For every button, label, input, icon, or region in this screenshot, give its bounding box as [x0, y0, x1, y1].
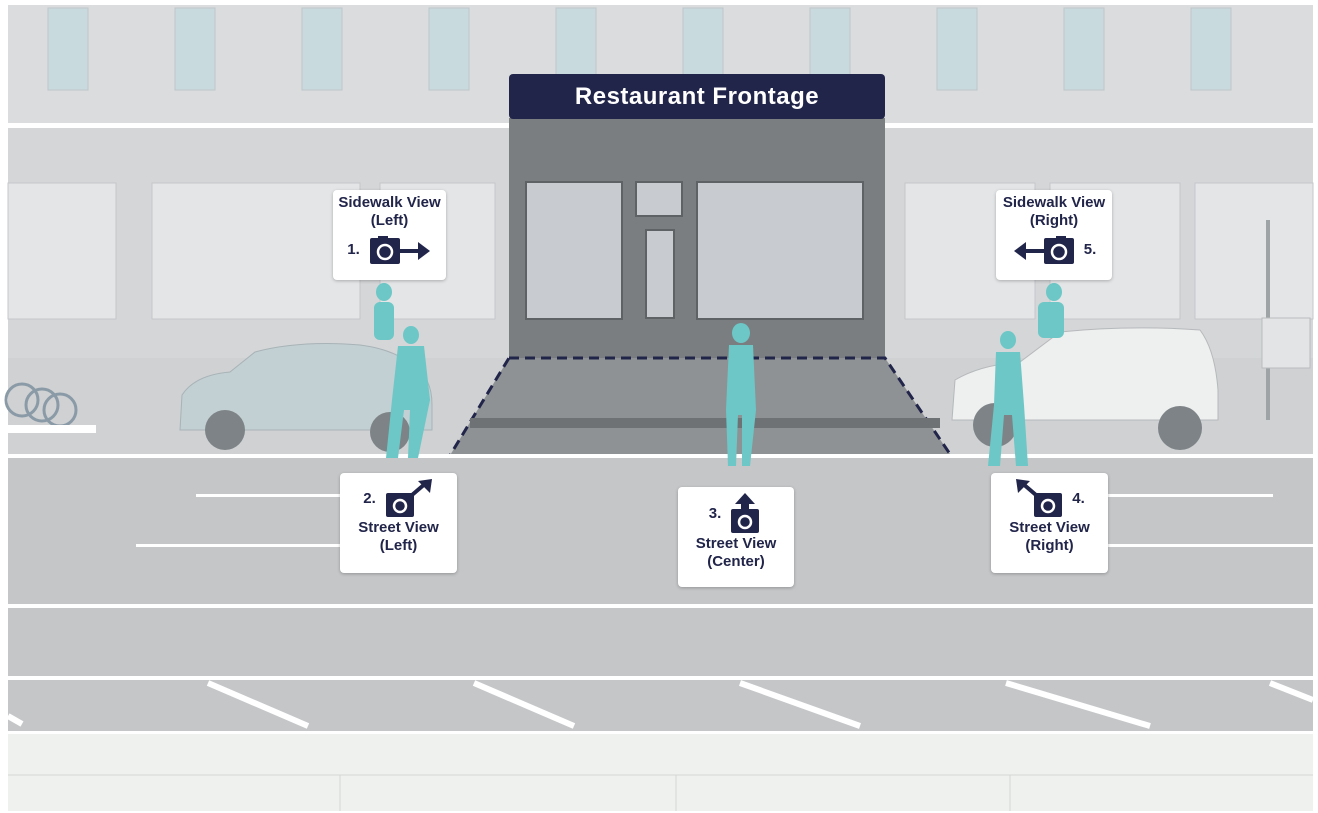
bike-pad	[8, 425, 96, 433]
viewpoint-3-subtitle: (Center)	[707, 553, 765, 570]
parking-stripes	[6, 680, 1315, 729]
curb-line	[8, 454, 1313, 458]
viewpoint-3-number: 3.	[708, 505, 722, 522]
camera-arrow-up-right-icon	[385, 479, 432, 517]
viewpoint-2-number: 2.	[363, 490, 376, 507]
viewpoint-4-callout: 4. Street View (Right)	[991, 473, 1108, 573]
viewpoint-4-number: 4.	[1072, 490, 1085, 507]
viewpoint-1-number: 1.	[347, 241, 360, 258]
viewpoint-4-subtitle: (Right)	[1025, 537, 1074, 554]
bottom-sidewalk	[8, 731, 1313, 811]
frontage-zone	[446, 356, 955, 459]
viewpoint-3-title: Street View	[695, 535, 777, 552]
news-box	[1261, 317, 1311, 369]
viewpoint-2-subtitle: (Left)	[379, 537, 418, 554]
bottom-curb	[8, 731, 1313, 734]
viewpoint-2-callout: 2. Street View (Left)	[340, 473, 457, 573]
camera-arrow-up-icon	[731, 493, 760, 533]
curb-shadow	[470, 418, 940, 428]
page-title: Restaurant Frontage	[509, 74, 885, 119]
restaurant-windows	[525, 181, 864, 320]
camera-arrow-right-icon	[369, 236, 430, 264]
photographer-figures	[374, 283, 1064, 466]
viewpoint-1-title: Sidewalk View	[338, 194, 441, 211]
viewpoint-4-title: Street View	[1009, 519, 1090, 536]
viewpoint-1-subtitle: (Left)	[370, 212, 409, 229]
viewpoint-5-subtitle: (Right)	[1029, 212, 1079, 229]
viewpoint-5-callout: Sidewalk View (Right) 5.	[996, 190, 1112, 280]
sidewalk-joints	[8, 774, 1313, 811]
camera-arrow-left-icon	[1013, 236, 1074, 264]
viewpoint-2-title: Street View	[358, 519, 439, 536]
camera-arrow-up-left-icon	[1016, 479, 1063, 517]
viewpoint-1-callout: Sidewalk View (Left) 1.	[333, 190, 446, 280]
viewpoint-5-number: 5.	[1083, 241, 1097, 258]
viewpoint-3-callout: 3. Street View (Center)	[678, 487, 794, 587]
road	[8, 456, 1313, 731]
upper-windows	[47, 7, 1232, 91]
viewpoint-5-title: Sidewalk View	[1002, 194, 1106, 211]
lane-markings	[8, 494, 1313, 680]
